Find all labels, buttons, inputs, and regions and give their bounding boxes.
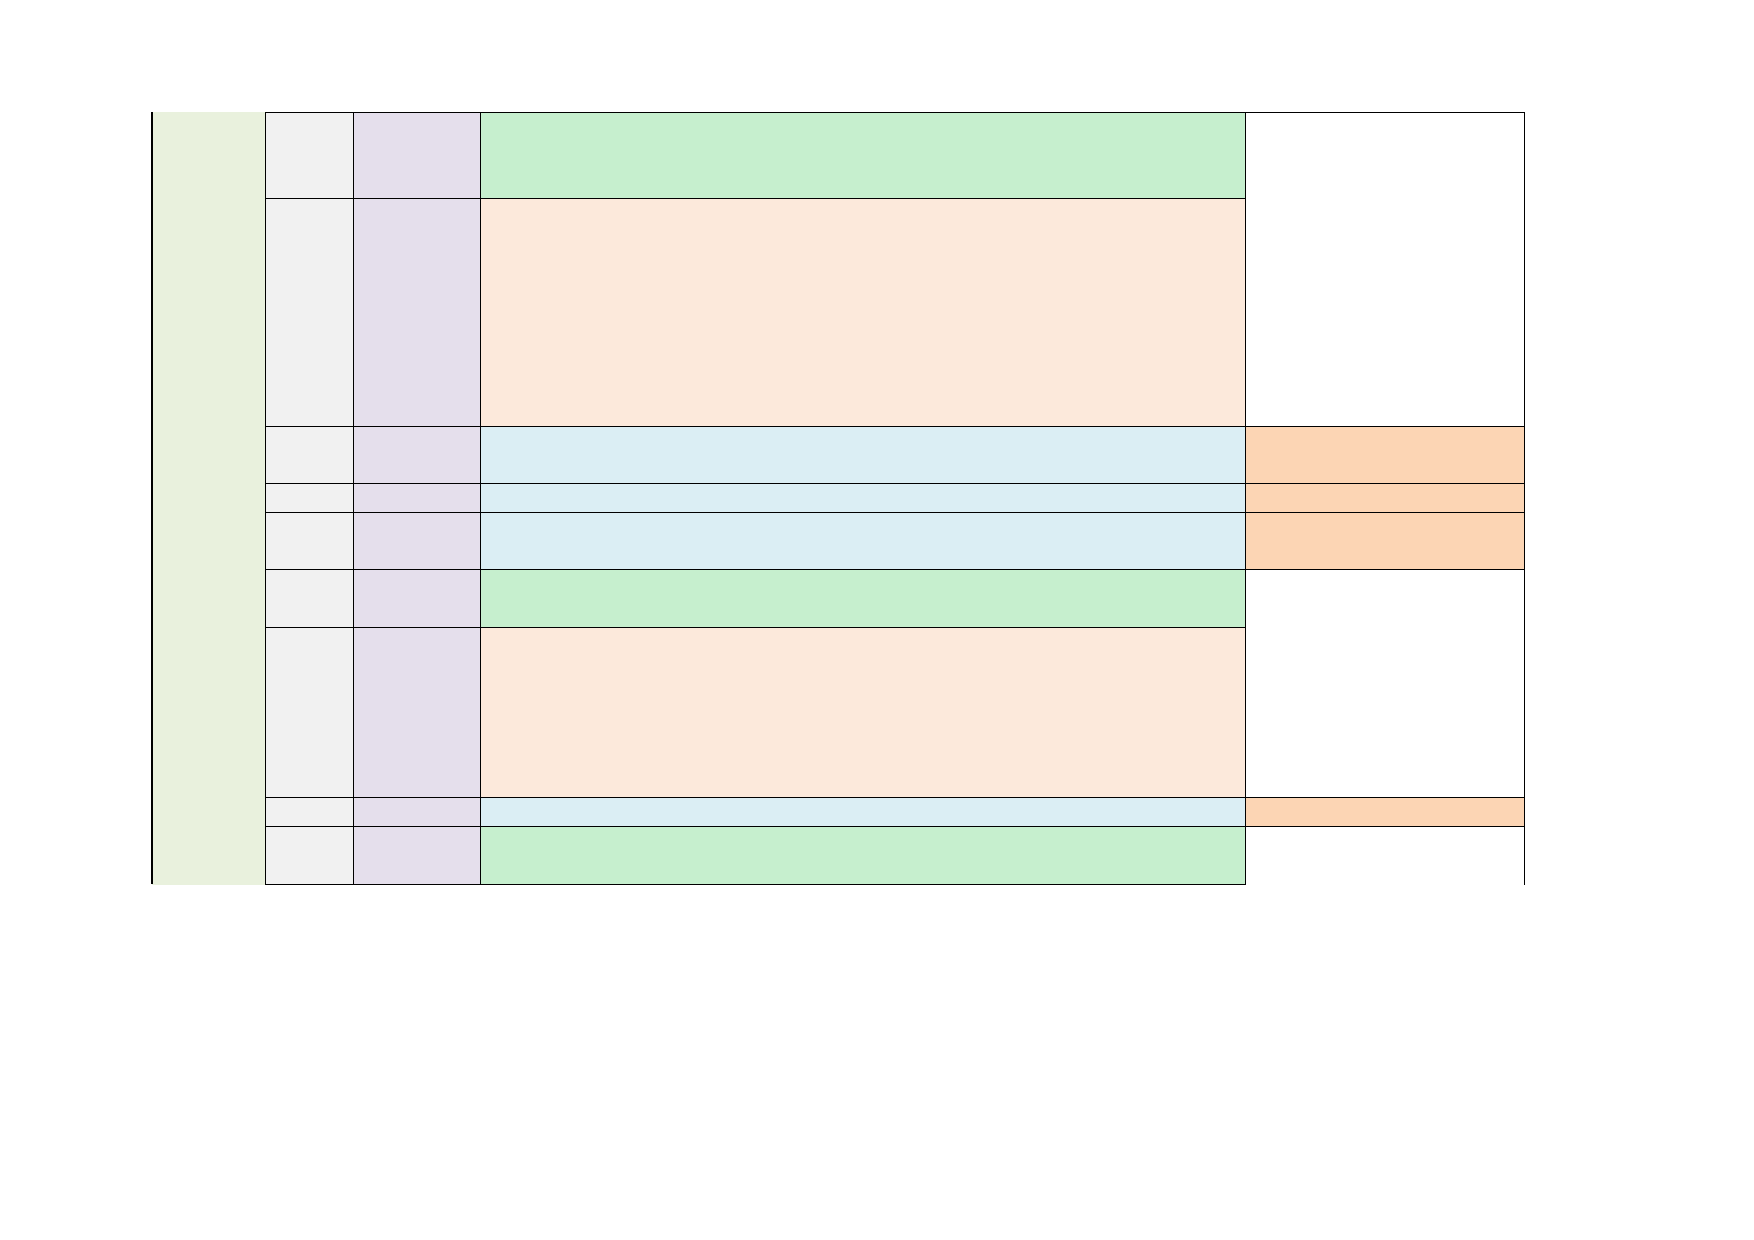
- table-row-3-col-b-cell: [353, 426, 481, 484]
- table-row-7-col-b-cell: [353, 627, 481, 798]
- table-row-6-col-a-cell: [265, 569, 354, 628]
- right-merged-cell-1: [1245, 112, 1525, 427]
- table-row-5-col-a-cell: [265, 512, 354, 570]
- table-row-2-col-b-cell: [353, 198, 481, 427]
- table-row-3-col-a-cell: [265, 426, 354, 484]
- table-row-4-col-a-cell: [265, 483, 354, 513]
- table-row-2-main-cell: [480, 198, 1246, 427]
- table-row-6-main-cell: [480, 569, 1246, 628]
- table-row-1-col-b-cell: [353, 112, 481, 199]
- table-row-7-main-cell: [480, 627, 1246, 798]
- left-band-cell: [152, 112, 266, 885]
- right-merged-cell-6: [1245, 569, 1525, 798]
- table-row-8-col-b-cell: [353, 797, 481, 827]
- table-row-9-col-a-cell: [265, 826, 354, 885]
- table-row-7-col-a-cell: [265, 627, 354, 798]
- table-row-4-col-b-cell: [353, 483, 481, 513]
- table-row-3-main-cell: [480, 426, 1246, 484]
- table-row-8-main-cell: [480, 797, 1246, 827]
- table-row-3-right-cell: [1245, 426, 1525, 484]
- table-row-9-main-cell: [480, 826, 1246, 885]
- table-row-1-col-a-cell: [265, 112, 354, 199]
- table-row-5-col-b-cell: [353, 512, 481, 570]
- table-row-2-col-a-cell: [265, 198, 354, 427]
- table-row-9-col-b-cell: [353, 826, 481, 885]
- table-row-4-right-cell: [1245, 483, 1525, 513]
- table-row-4-main-cell: [480, 483, 1246, 513]
- left-border-line: [151, 112, 153, 884]
- table-row-8-col-a-cell: [265, 797, 354, 827]
- table-row-5-main-cell: [480, 512, 1246, 570]
- table-row-1-main-cell: [480, 112, 1246, 199]
- table-row-8-right-cell: [1245, 797, 1525, 827]
- right-merged-cell-9: [1245, 826, 1525, 885]
- table-row-5-right-cell: [1245, 512, 1525, 570]
- table-row-6-col-b-cell: [353, 569, 481, 628]
